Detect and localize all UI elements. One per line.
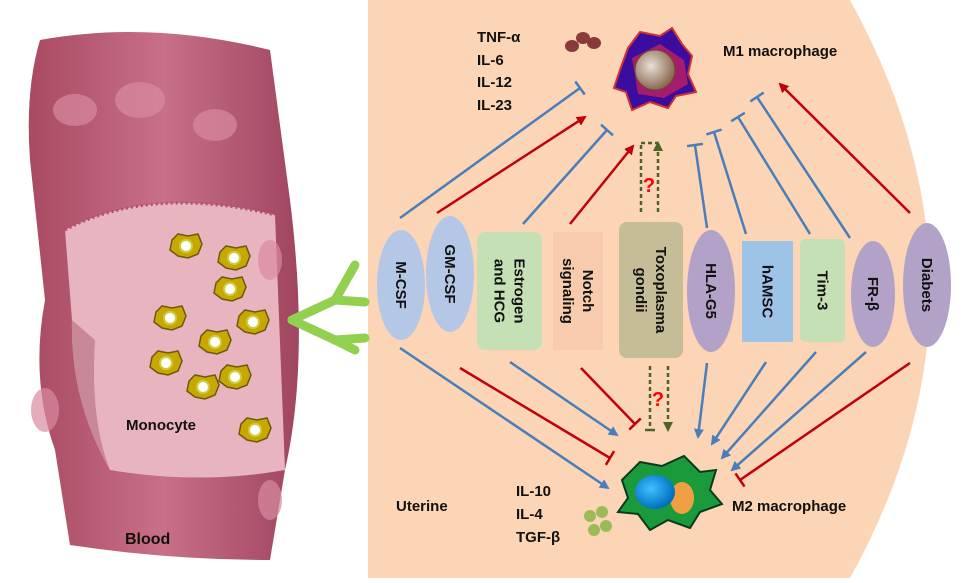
factor-frb: FR-β	[851, 241, 895, 347]
inhibit-arrow	[399, 80, 586, 220]
promote-arrow	[509, 360, 619, 437]
monocyte-cell-icon	[238, 417, 272, 443]
factor-label: HLA-G5	[702, 263, 719, 319]
blood-vessel-icon	[28, 32, 299, 560]
inhibit-arrow	[730, 111, 812, 235]
factor-shape	[619, 222, 683, 358]
factor-shape	[800, 239, 845, 342]
factor-shape	[687, 230, 735, 352]
monocyte-cell-icon	[153, 305, 187, 331]
monocyte-cell-icon	[198, 329, 232, 355]
factor-tim3: Tim-3	[800, 239, 845, 342]
factor-label: Diabets	[918, 258, 935, 312]
factor-label: Toxoplasmagondii	[632, 247, 669, 334]
factor-mcsf: M-CSF	[377, 230, 425, 340]
monocyte-cell-icon	[169, 233, 203, 259]
chevron-arrow-icon	[287, 260, 370, 355]
uterine-label: Uterine	[396, 498, 448, 515]
m1-macrophage-label: M1 macrophage	[723, 43, 837, 60]
factor-hamsc: hAMSC	[742, 241, 793, 342]
factor-label: GM-CSF	[441, 244, 458, 303]
factor-shape	[477, 232, 542, 350]
promote-arrow	[778, 82, 911, 214]
monocyte-group	[149, 233, 272, 443]
cytokine-m2-2: TGF-β	[516, 529, 560, 546]
promote-arrow	[710, 361, 768, 446]
cytokine-m2-0: IL-10	[516, 483, 551, 500]
inhibit-arrow	[522, 123, 614, 225]
blood-label: Blood	[125, 531, 170, 548]
monocyte-label: Monocyte	[126, 417, 196, 434]
factor-hlag5: HLA-G5	[687, 230, 735, 352]
inhibit-arrow	[459, 366, 616, 466]
inhibit-arrow	[705, 128, 748, 235]
factor-label: Notchsignaling	[559, 258, 596, 324]
factor-estrogen: Estrogenand HCG	[477, 232, 542, 350]
inhibit-arrow	[734, 361, 911, 488]
inhibit-arrow	[580, 367, 642, 431]
factor-notch: Notchsignaling	[553, 232, 603, 350]
cytokine-m1-1: IL-6	[477, 52, 504, 69]
cytokine-m1-2: IL-12	[477, 74, 512, 91]
monocyte-cell-icon	[186, 374, 220, 400]
factor-shape	[742, 241, 793, 342]
monocyte-cell-icon	[236, 309, 270, 335]
monocyte-cell-icon	[217, 245, 251, 271]
promote-arrow	[436, 115, 587, 215]
monocyte-cell-icon	[218, 364, 252, 390]
factor-toxo: Toxoplasmagondii	[619, 222, 683, 358]
cytokine-m1-3: IL-23	[477, 97, 512, 114]
factor-label: FR-β	[864, 277, 881, 311]
inhibit-arrow	[749, 91, 852, 239]
factor-shape	[377, 230, 425, 340]
factor-shape	[553, 232, 603, 350]
m1-macrophage-icon	[612, 26, 698, 112]
cytokine-m2-1: IL-4	[516, 506, 543, 523]
cytokine-dots-icon	[584, 506, 612, 536]
cytokine-dots-icon	[565, 32, 601, 52]
arrows-layer	[399, 80, 911, 490]
factor-label: M-CSF	[392, 261, 409, 309]
promote-arrow	[569, 144, 635, 225]
promote-arrow	[720, 351, 817, 460]
factor-shape	[903, 223, 951, 347]
promote-arrow	[730, 351, 867, 472]
factor-diabets: Diabets	[903, 223, 951, 347]
monocyte-cell-icon	[149, 350, 183, 376]
factor-gmcsf: GM-CSF	[426, 216, 474, 332]
factor-label: Tim-3	[814, 271, 831, 311]
promote-arrow	[694, 362, 709, 439]
question-mark-bottom: ?	[652, 389, 664, 411]
factor-shape	[426, 216, 474, 332]
factors-layer: M-CSF GM-CSF Estrogenand HCG Notchsignaling…	[377, 216, 951, 358]
factor-shape	[851, 241, 895, 347]
promote-arrow	[399, 346, 610, 490]
cytokine-m1-0: TNF-α	[477, 29, 521, 46]
m2-macrophage-label: M2 macrophage	[732, 498, 846, 515]
inhibit-arrow	[686, 142, 709, 229]
factor-label: hAMSC	[759, 265, 776, 318]
monocyte-cell-icon	[213, 276, 247, 302]
factor-label: Estrogenand HCG	[491, 258, 528, 323]
m2-macrophage-icon	[616, 454, 724, 532]
question-mark-top: ?	[643, 175, 655, 197]
